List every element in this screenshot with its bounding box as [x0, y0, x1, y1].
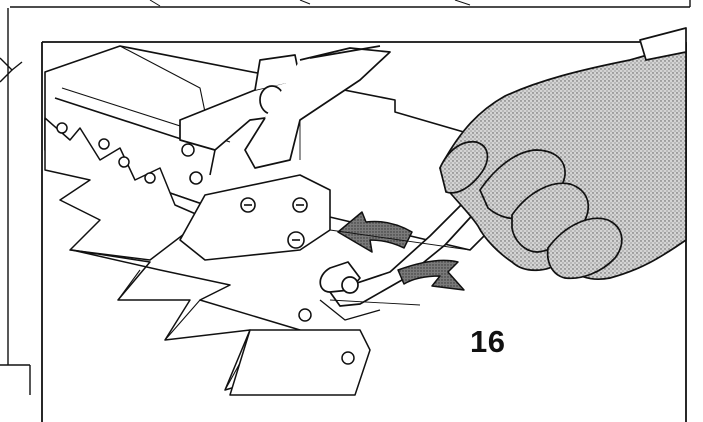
wrench-tool: [319, 187, 491, 321]
curved-arrow-icon: [397, 259, 465, 291]
knife-holder-bracket: [179, 171, 331, 261]
shading-lines: [299, 120, 471, 306]
curved-arrow-icon: [337, 211, 413, 253]
knife-sections: [44, 117, 371, 396]
mounting-arm: [179, 45, 391, 169]
figure-number: 16: [470, 324, 506, 359]
adjacent-panel-left: [0, 8, 31, 395]
gloved-hand: [439, 27, 687, 281]
adjacent-panel-top: [10, 0, 691, 8]
